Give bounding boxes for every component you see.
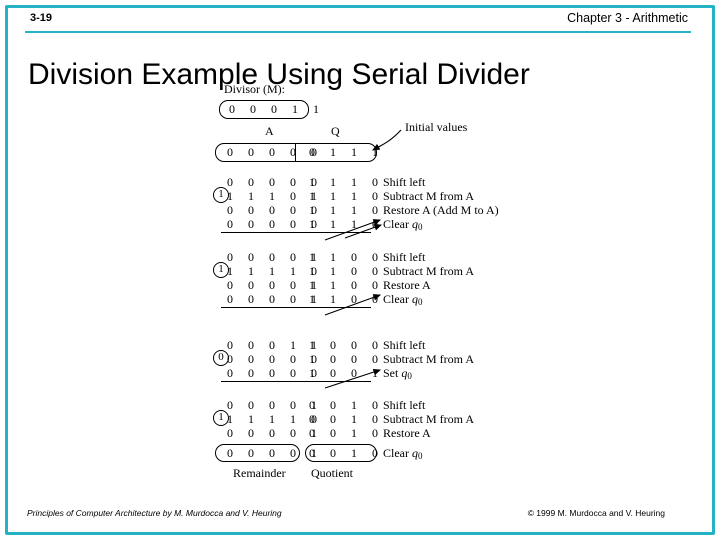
step-a-bits: 0 0 0 0 0 [227,352,323,366]
footer-copyright-right: © 1999 M. Murdocca and V. Heuring [527,508,665,518]
circle-digit-3: 0 [213,350,229,366]
step-note-text: Clear q0 [383,217,423,232]
divisor-register-box [219,100,309,119]
remainder-highlight-oval [215,444,300,462]
step-note: Shift left [383,250,426,264]
step-q-bits: 0 0 1 0 [309,398,384,412]
group-underline [221,307,371,308]
step-note: Subtract M from A [383,352,474,366]
slide-border-frame [5,5,715,535]
step-a-bits: 0 0 0 0 1 [227,278,323,292]
a-initial-bits: 0 0 0 0 0 [227,145,323,159]
step-a-bits: 0 0 0 0 1 [227,398,323,412]
step-note: Subtract M from A [383,412,474,426]
step-note: Clear q0 [383,446,423,461]
step-a-bits: 1 1 1 1 0 [227,412,323,426]
quotient-label: Quotient [311,466,353,480]
step-a-bits: 0 0 0 0 0 [227,175,323,189]
step-a-bits: 0 0 0 0 1 [227,292,323,306]
circle-digit-1: 1 [213,187,229,203]
a-register-header: A [265,124,274,138]
step-q-bits: 0 0 1 0 [309,412,384,426]
step-a-bits: 0 0 0 0 0 [227,203,323,217]
step-a-bits: 0 0 0 0 0 [227,366,323,380]
footer-credit-left: Principles of Computer Architecture by M… [27,508,282,518]
step-q-bits: 1 0 0 0 [309,352,384,366]
step-q-bits: 1 1 1 0 [309,203,384,217]
slide-number: 3-19 [30,12,53,24]
step-note: Set q0 [383,366,412,381]
divisor-label: Divisor (M): [224,82,285,96]
remainder-label: Remainder [233,466,286,480]
divisor-bits: 0 0 0 1 1 [229,102,325,116]
page-title: Division Example Using Serial Divider [28,58,530,92]
step-a-bits: 1 1 1 1 0 [227,264,323,278]
step-q-bits: 1 0 0 0 [309,338,384,352]
step-q-bits: 0 0 1 0 [309,426,384,440]
step-a-bits: 0 0 0 0 1 [227,250,323,264]
step-note-text: Clear q0 [383,292,423,307]
step-note: Shift left [383,175,426,189]
step-q-bits: 1 1 1 0 [309,189,384,203]
step-note: Subtract M from A [383,264,474,278]
aq-divider-line [295,143,296,162]
q-initial-bits: 0 1 1 1 [309,145,384,159]
step-note: Restore A [383,426,431,440]
step-note: Subtract M from A [383,189,474,203]
step-q-bits: 1 1 0 0 [309,250,384,264]
step-a-bits: 0 0 0 1 1 [227,338,323,352]
aq-register-box [215,143,377,162]
step-note: Clear q0 [383,292,423,307]
circle-digit-2: 1 [213,262,229,278]
step-q-bits: 1 1 0 0 [309,264,384,278]
step-a-bits: 0 0 0 0 1 [227,426,323,440]
step-note: Shift left [383,338,426,352]
step-note: Restore A [383,278,431,292]
header-divider-rule [25,31,691,33]
step-note-text: Set q0 [383,366,412,381]
step-q-bits: 1 1 0 0 [309,278,384,292]
step-note-text: Clear q0 [383,446,423,461]
group-underline [221,232,371,233]
initial-values-label: Initial values [405,120,468,134]
figure-arrows [324,129,402,389]
step-q-bits: 1 1 1 0 [309,175,384,189]
step-a-bits: 0 0 0 0 0 [227,217,323,231]
q-register-header: Q [331,124,340,138]
circle-digit-4: 1 [213,410,229,426]
group-underline [221,381,371,382]
division-example-figure: Divisor (M): 0 0 0 1 1 A Q 0 0 0 0 0 0 1… [205,80,535,495]
step-note: Restore A (Add M to A) [383,203,499,217]
step-a-bits: 1 1 1 0 1 [227,189,323,203]
chapter-header: Chapter 3 - Arithmetic [567,11,688,25]
step-note: Shift left [383,398,426,412]
step-note: Clear q0 [383,217,423,232]
quotient-highlight-oval [305,444,377,462]
